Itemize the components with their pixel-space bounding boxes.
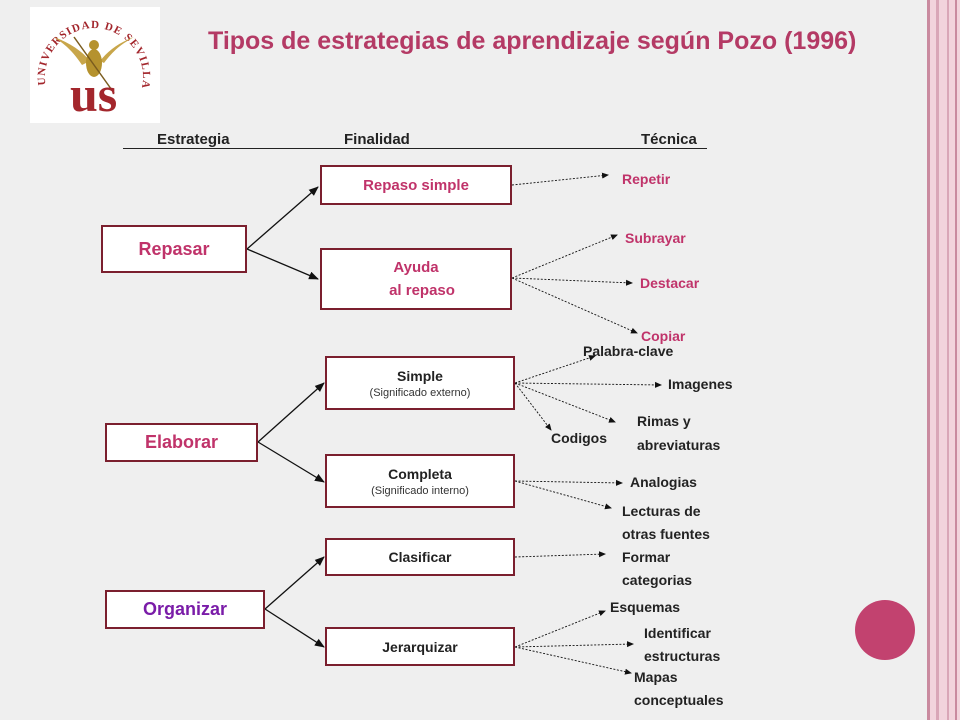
header-technique: Técnica (641, 131, 697, 148)
header-underline (123, 148, 707, 149)
purpose-jerarquizar-box: Jerarquizar (325, 627, 515, 666)
decorative-stripe-line (955, 0, 957, 720)
purpose-ayuda-repaso-line2: al repaso (389, 282, 455, 299)
purpose-repaso-simple-label: Repaso simple (363, 176, 469, 194)
technique-identificar-line2: estructuras (644, 648, 721, 664)
purpose-completa-label: Completa (388, 465, 452, 482)
strategy-repasar-box: Repasar (101, 225, 247, 273)
purpose-ayuda-repaso-line1: Ayuda (393, 259, 439, 276)
technique-rimas-line2: abreviaturas (637, 437, 721, 453)
header-strategy: Estrategia (157, 131, 230, 148)
purpose-simple-box: Simple (Significado externo) (325, 356, 515, 410)
purpose-repaso-simple-box: Repaso simple (320, 165, 512, 205)
purpose-jerarquizar-label: Jerarquizar (382, 638, 458, 655)
strategy-repasar-label: Repasar (138, 238, 210, 259)
technique-copiar: Copiar (641, 328, 686, 344)
technique-rimas-line1: Rimas y (637, 413, 691, 429)
technique-codigos: Codigos (551, 430, 607, 446)
decorative-stripe-line (936, 0, 939, 720)
page-title: Tipos de estrategias de aprendizaje segú… (208, 27, 857, 55)
technique-mapas-line2: conceptuales (634, 692, 724, 708)
decorative-circle (855, 600, 915, 660)
technique-formar-line1: Formar (622, 549, 671, 565)
strategy-organizar-label: Organizar (142, 599, 228, 619)
technique-imagenes: Imagenes (668, 376, 733, 392)
technique-lecturas-line2: otras fuentes (622, 526, 710, 542)
strategy-elaborar-box: Elaborar (105, 423, 258, 462)
purpose-clasificar-label: Clasificar (388, 549, 452, 565)
header-purpose: Finalidad (344, 131, 410, 148)
technique-palabra-clave: Palabra-clave (583, 343, 674, 359)
purpose-simple-label: Simple (397, 367, 443, 384)
technique-lecturas-line1: Lecturas de (622, 503, 701, 519)
decorative-stripe-line (927, 0, 930, 720)
technique-repetir: Repetir (622, 171, 671, 187)
technique-analogias: Analogias (630, 474, 697, 490)
university-seal-icon: UNIVERSIDAD DE SEVILLA us (36, 19, 151, 122)
purpose-ayuda-repaso-box: Ayuda al repaso (320, 248, 512, 310)
technique-destacar: Destacar (640, 275, 700, 291)
technique-subrayar: Subrayar (625, 230, 686, 246)
decorative-stripe-line (947, 0, 949, 720)
purpose-simple-note: (Significado externo) (369, 386, 471, 399)
strategy-elaborar-label: Elaborar (144, 432, 219, 452)
strategy-organizar-box: Organizar (105, 590, 265, 629)
technique-mapas-line1: Mapas (634, 669, 678, 685)
purpose-completa-note: (Significado interno) (371, 484, 469, 497)
university-logo: UNIVERSIDAD DE SEVILLA us (30, 7, 160, 123)
purpose-completa-box: Completa (Significado interno) (325, 454, 515, 508)
logo-monogram: us (70, 66, 117, 122)
purpose-clasificar-box: Clasificar (325, 538, 515, 576)
technique-formar-line2: categorias (622, 572, 693, 588)
technique-esquemas: Esquemas (610, 599, 681, 615)
technique-identificar-line1: Identificar (644, 625, 711, 641)
